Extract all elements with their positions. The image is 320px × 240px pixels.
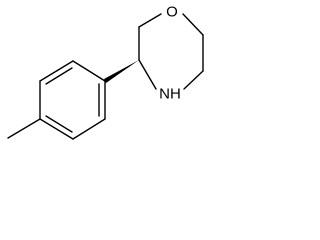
benzene-ring: [39, 60, 106, 140]
ring-bond-5: [72, 118, 106, 140]
bond-n-c5: [183, 70, 204, 90]
wedge-bond: [104, 60, 139, 83]
bond-c6-o: [182, 13, 204, 36]
methyl-bond: [7, 118, 41, 139]
oxygen-atom-label: O: [166, 4, 178, 21]
morpholine-ring: [138, 13, 204, 90]
ring-double-bond-1: [45, 67, 73, 85]
structure-diagram: O NH: [7, 4, 204, 140]
nitrogen-atom-label: NH: [159, 86, 181, 103]
bond-c3-n: [138, 59, 157, 90]
ring-bond-2: [39, 60, 74, 82]
ring-double-bond-2: [45, 115, 73, 133]
bond-o-c2: [138, 13, 162, 28]
ring-bond-1: [72, 60, 106, 82]
ring-bond-4: [39, 118, 74, 140]
